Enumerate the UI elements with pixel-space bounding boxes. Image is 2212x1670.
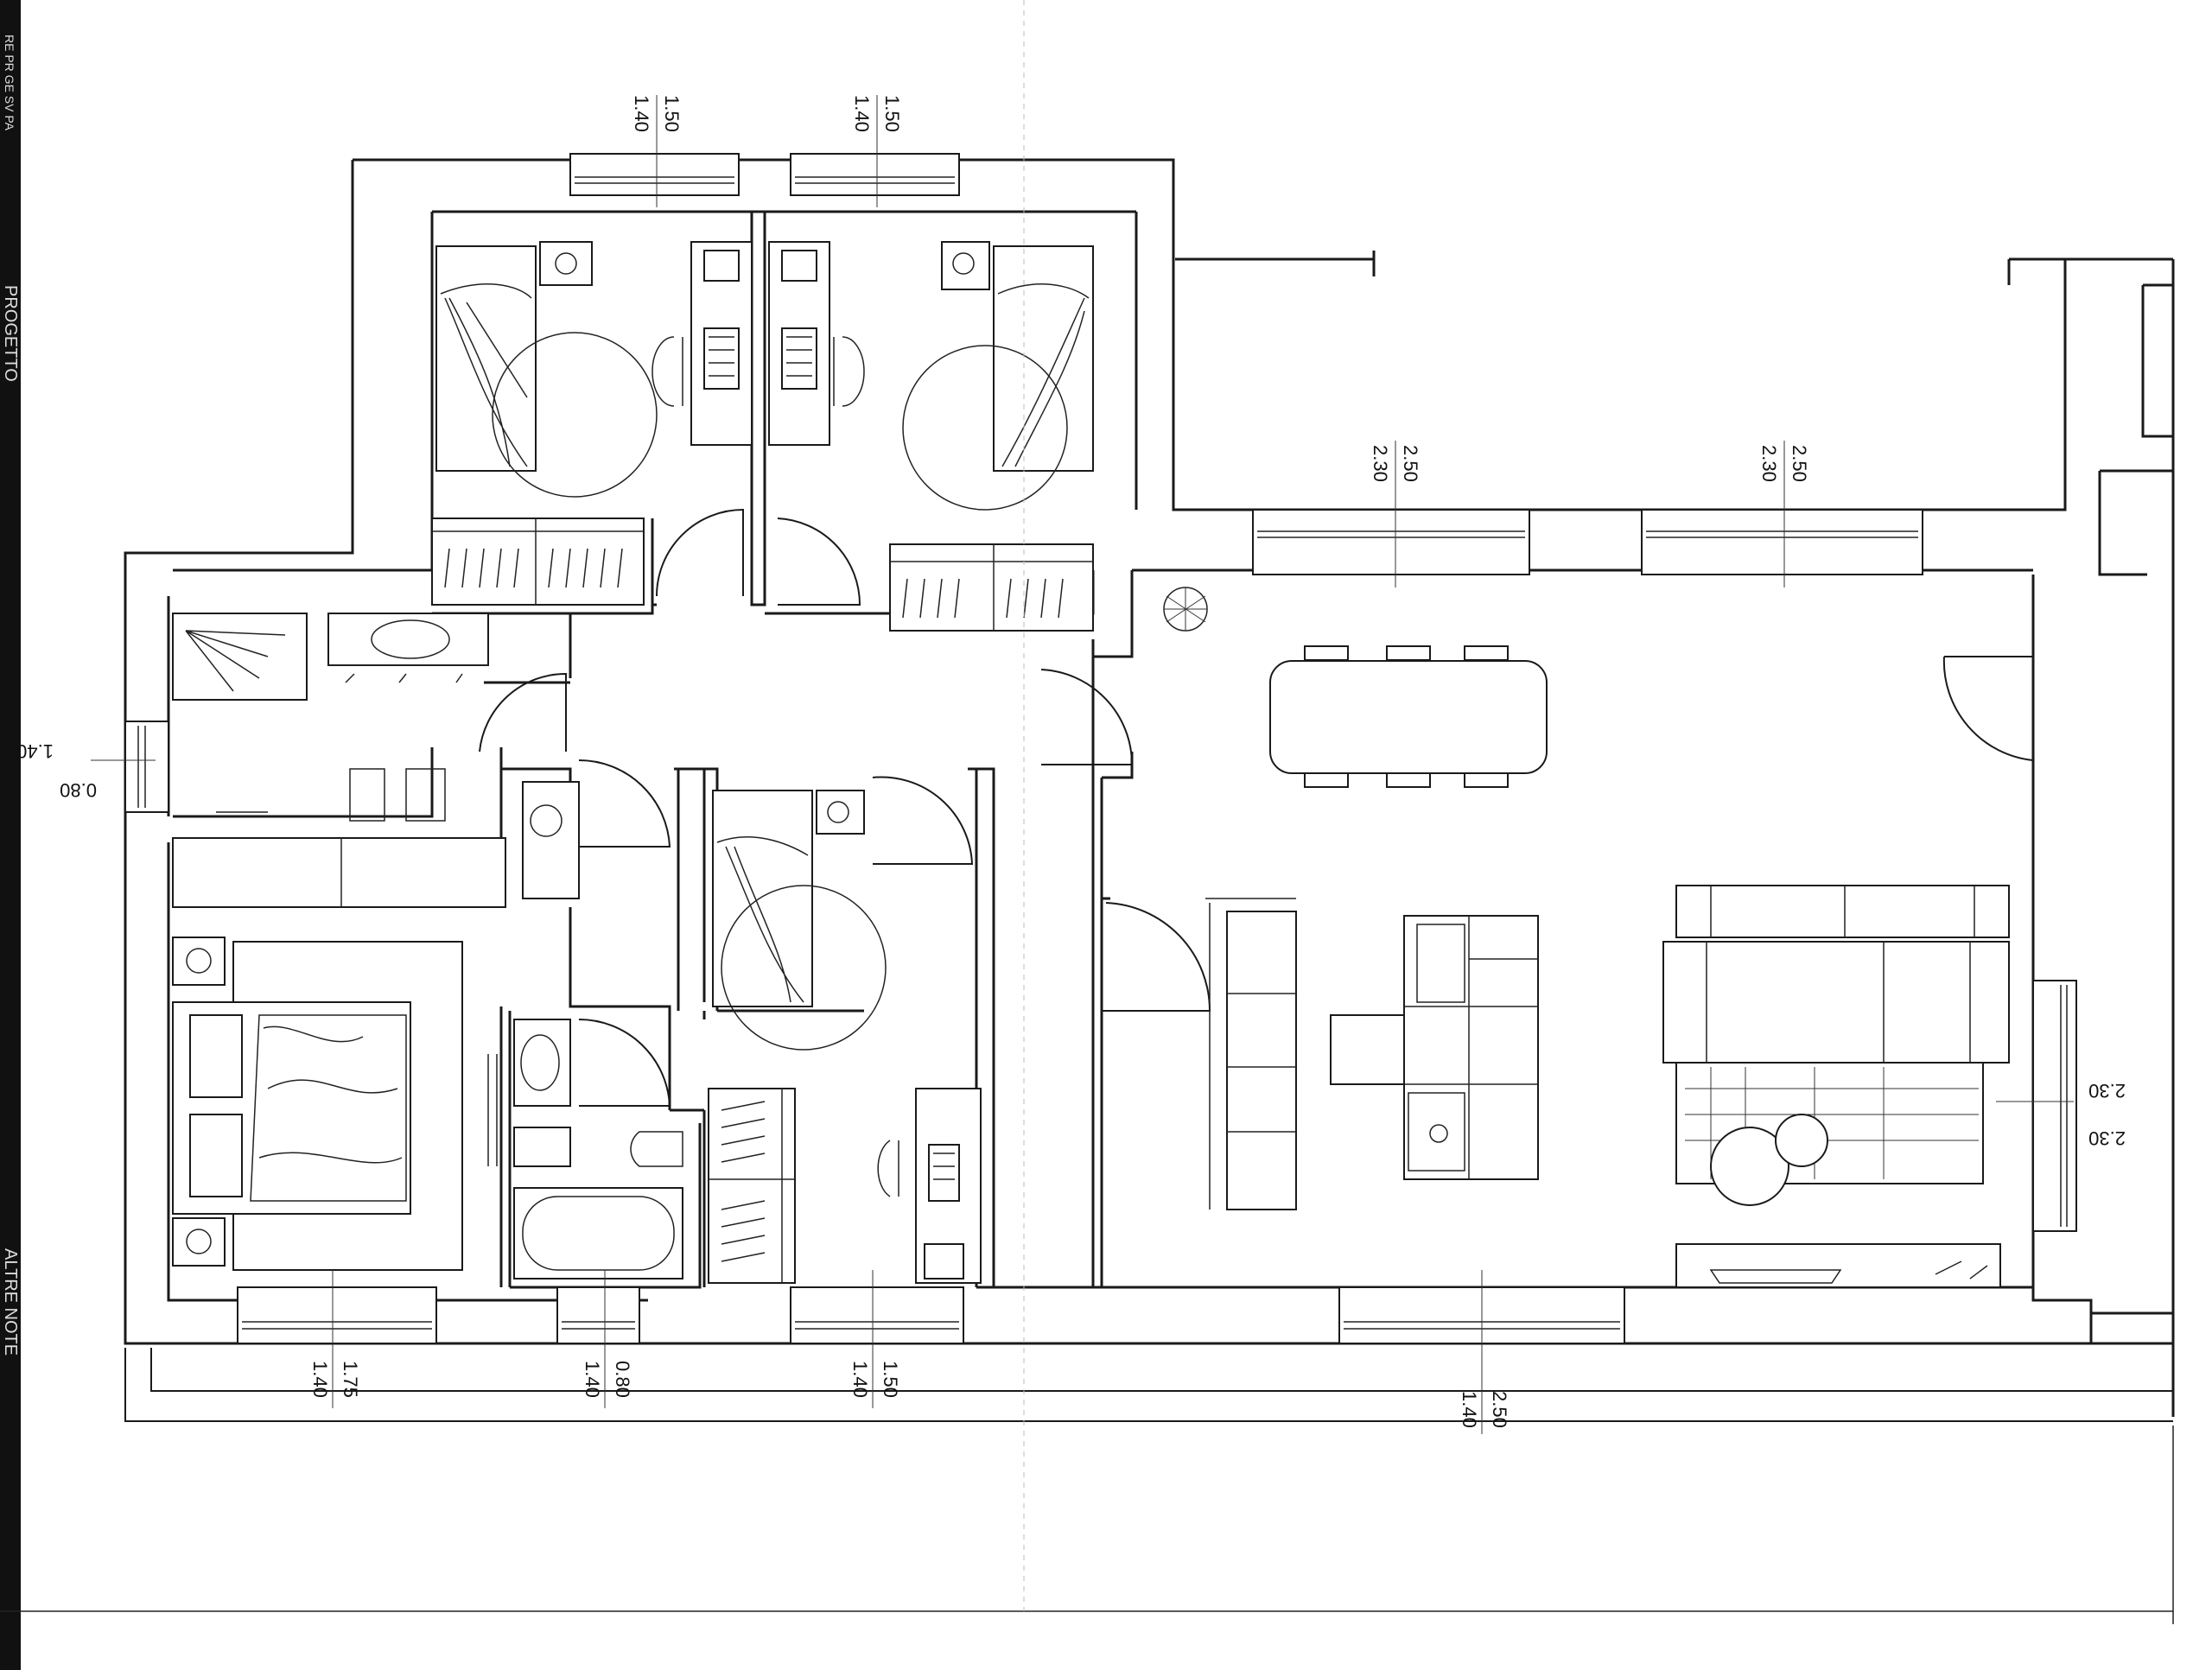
dim-bottom-3-sill: 1.40	[849, 1361, 871, 1398]
windows	[124, 153, 2077, 1344]
dim-bottom-2-height: 0.80	[612, 1361, 633, 1398]
dim-top-1-height: 1.50	[661, 95, 683, 132]
bedroom-top-left	[431, 241, 753, 606]
dim-top-1-sill: 1.40	[631, 95, 652, 132]
dim-living-1-height: 2.50	[1400, 445, 1421, 482]
edge-corner-codes: RE PR GE SV PA	[3, 35, 16, 131]
dim-bottom-2-sill: 1.40	[582, 1361, 603, 1398]
bedroom-bottom-middle	[708, 790, 982, 1284]
dimension-annotations: 1.50 1.40 1.50 1.40 2.50 2.30 2.50 2.30 …	[16, 95, 2126, 1434]
dim-bottom-1-height: 1.75	[340, 1361, 361, 1398]
dim-living-2-height: 2.50	[1789, 445, 1810, 482]
dim-left-height: 1.40	[16, 740, 54, 762]
living-kitchen	[1163, 587, 2010, 1288]
edge-label-top: PROGETTO	[1, 285, 20, 382]
dim-top-2-height: 1.50	[881, 95, 903, 132]
dim-bottom-3-height: 1.50	[880, 1361, 901, 1398]
bathroom-middle	[487, 1019, 683, 1279]
dim-living-1-sill: 2.30	[1370, 445, 1391, 482]
scan-edge-strip	[0, 0, 21, 1670]
dim-bottom-1-sill: 1.40	[309, 1361, 331, 1398]
doors	[479, 508, 2034, 1107]
dim-right-sill: 2.30	[2088, 1127, 2126, 1149]
dim-bottom-4-sill: 1.40	[1459, 1391, 1480, 1428]
bathroom-left	[172, 613, 489, 822]
dim-living-2-sill: 2.30	[1758, 445, 1780, 482]
master-bedroom	[172, 837, 506, 1271]
hall-storage	[522, 781, 580, 899]
dim-right-height: 2.30	[2088, 1080, 2126, 1102]
edge-label-bottom: ALTRE NOTE	[1, 1248, 20, 1356]
dim-bottom-4-height: 2.50	[1489, 1391, 1510, 1428]
dim-left-sill: 0.80	[60, 779, 97, 801]
bedroom-top-middle	[768, 241, 1094, 632]
dim-top-2-sill: 1.40	[851, 95, 873, 132]
